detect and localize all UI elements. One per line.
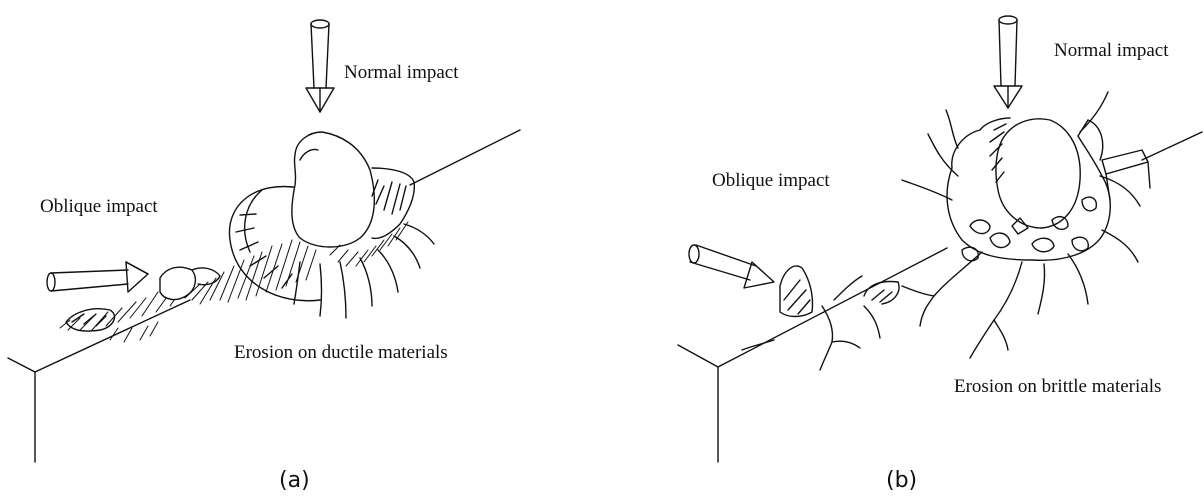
normal-impact-arrow-a <box>306 20 334 112</box>
panel-a-ductile: Normal impact Oblique impact Erosion on … <box>0 0 602 502</box>
normal-impact-label-b: Normal impact <box>1054 40 1169 62</box>
crater-block-b <box>1102 150 1150 200</box>
particle-oblique-b <box>780 266 899 316</box>
panel-b-drawing <box>602 0 1204 502</box>
brittle-erosion-label: Erosion on brittle materials <box>954 376 1161 398</box>
caption-b: (b) <box>886 468 917 493</box>
panel-b-brittle: Normal impact Oblique impact Erosion on … <box>602 0 1204 502</box>
panel-a-drawing <box>0 0 602 502</box>
normal-impact-label-a: Normal impact <box>344 62 459 84</box>
particle-normal-b <box>980 118 1080 228</box>
crater-right-lip-a <box>372 168 414 238</box>
surface-edge-a <box>8 130 520 462</box>
oblique-impact-label-a: Oblique impact <box>40 196 158 218</box>
ductile-erosion-label: Erosion on ductile materials <box>234 342 448 364</box>
caption-a: (a) <box>279 468 310 493</box>
particle-normal-a <box>292 132 374 247</box>
oblique-impact-arrow-a <box>47 262 148 292</box>
normal-impact-arrow-b <box>994 16 1022 108</box>
oblique-impact-arrow-b <box>689 245 774 288</box>
oblique-impact-label-b: Oblique impact <box>712 170 830 192</box>
cracks-b <box>742 92 1140 370</box>
